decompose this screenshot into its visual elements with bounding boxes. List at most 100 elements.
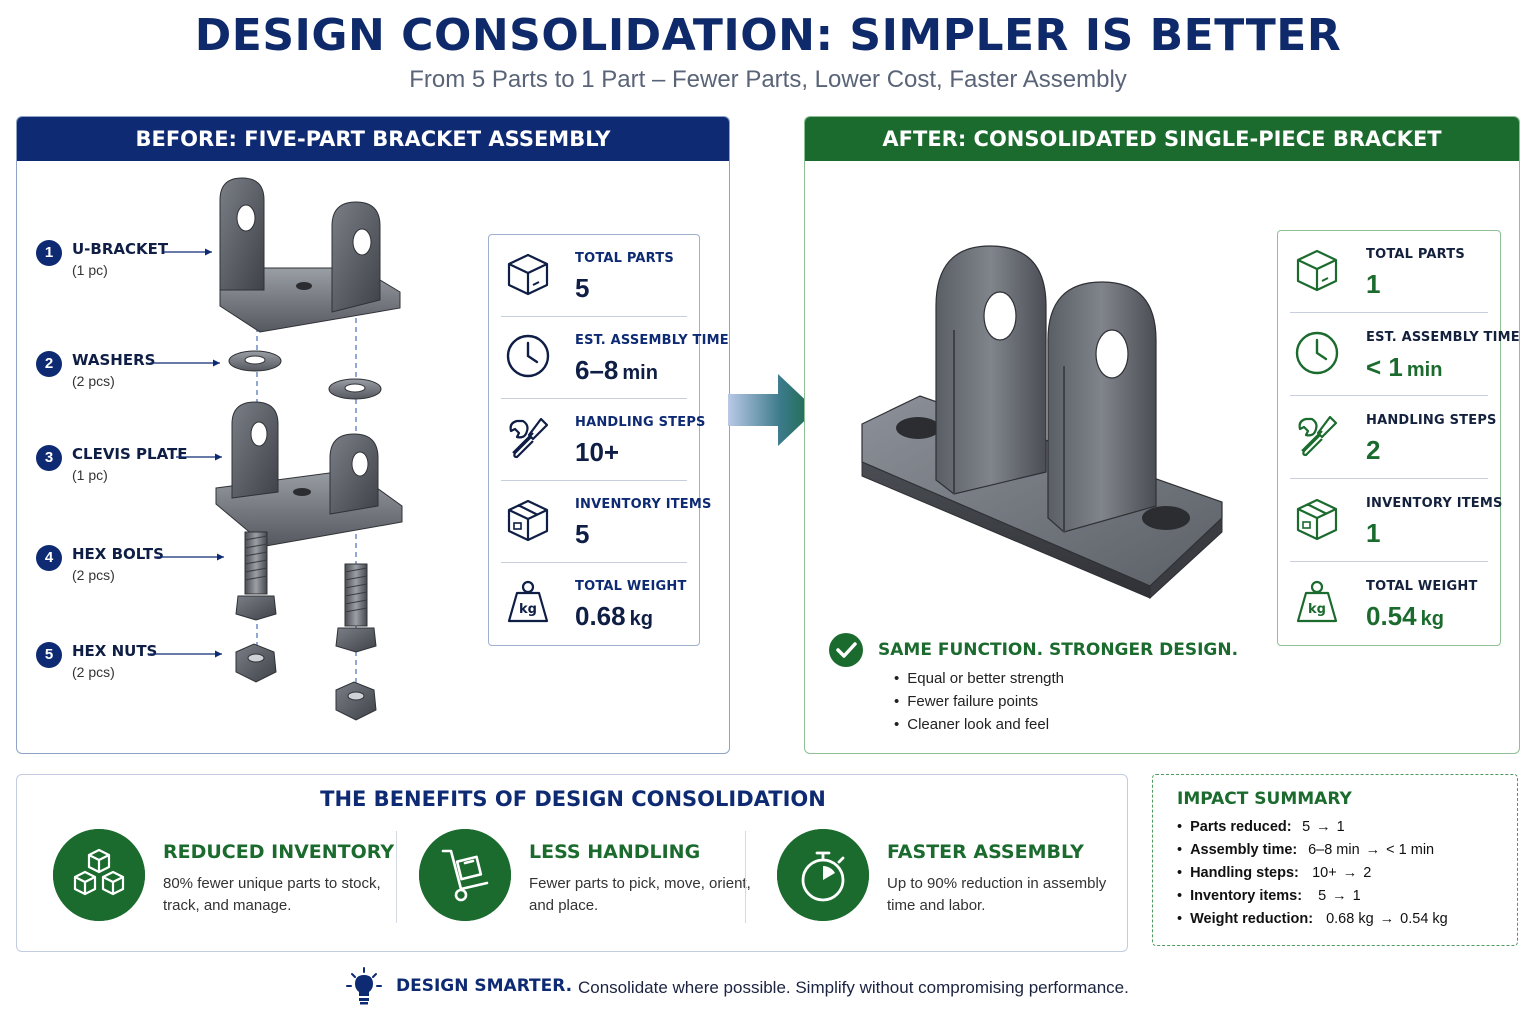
benefit-faster-assembly: FASTER ASSEMBLY Up to 90% reduction in a… [777,829,1117,929]
footer-text: Consolidate where possible. Simplify wit… [578,978,1129,997]
tools-icon [1298,415,1338,457]
stat-handling-steps: HANDLING STEPS 2 [1278,397,1500,479]
impact-row: •Inventory items:5→1 [1177,888,1361,904]
box-icon [507,253,549,296]
tools-icon [509,417,549,459]
part-number: 4 [36,545,62,571]
stat-inventory-items: INVENTORY ITEMS 1 [1278,480,1503,562]
stat-inventory-items: INVENTORY ITEMS 5 [489,481,711,563]
stat-label: HANDLING STEPS [1366,413,1497,428]
part-qty: (2 pcs) [72,664,115,680]
benefit-desc: Fewer parts to pick, move, orient, and p… [529,875,751,914]
part-number: 5 [36,642,62,668]
benefit-title: LESS HANDLING [529,841,701,863]
stat-value: 1 [1366,518,1381,548]
stat-label: INVENTORY ITEMS [575,497,712,512]
part-number: 1 [36,240,62,266]
check-circle-icon [829,633,863,667]
benefits-title: THE BENEFITS OF DESIGN CONSOLIDATION [320,787,826,811]
benefit-reduced-inventory: REDUCED INVENTORY 80% fewer unique parts… [53,829,403,929]
stat-value: 2 [1366,435,1381,465]
stat-label: INVENTORY ITEMS [1366,496,1503,511]
footer: DESIGN SMARTER. Consolidate where possib… [0,966,1536,1010]
box-icon [1296,249,1338,292]
part-label-hex-bolts: 4 HEX BOLTS (2 pcs) [36,545,164,583]
stat-total-parts: TOTAL PARTS 5 [489,235,699,317]
consolidated-bracket-illustration [861,245,1223,600]
stat-label: EST. ASSEMBLY TIME [1366,330,1520,345]
part-qty: (1 pc) [72,262,108,278]
impact-row: •Weight reduction:0.68 kg→0.54 kg [1177,911,1448,927]
part-name: U-BRACKET [72,240,169,258]
benefit-desc: Up to 90% reduction in assembly time and… [887,875,1107,914]
weight-icon: kg [507,580,549,623]
stopwatch-icon [777,829,869,921]
part-label-washers: 2 WASHERS (2 pcs) [36,351,155,389]
part-qty: (1 pc) [72,467,108,483]
claim-point: Equal or better strength [894,670,1154,687]
stat-label: EST. ASSEMBLY TIME [575,333,729,348]
part-name: HEX BOLTS [72,545,164,563]
svg-text:kg: kg [519,602,537,617]
footer-heading: DESIGN SMARTER. [396,976,573,996]
after-heading: AFTER: CONSOLIDATED SINGLE-PIECE BRACKET [805,117,1519,161]
package-icon [507,499,549,542]
weight-icon: kg [1296,580,1338,623]
exploded-assembly-illustration [150,177,403,721]
benefit-less-handling: LESS HANDLING Fewer parts to pick, move,… [419,829,751,929]
benefits-section: THE BENEFITS OF DESIGN CONSOLIDATION RED… [16,774,1128,952]
stat-value: 1 [1366,269,1381,299]
impact-row: •Parts reduced:5→1 [1177,819,1345,835]
package-icon [1296,498,1338,541]
impact-row: •Assembly time:6–8 min→< 1 min [1177,842,1435,858]
lightbulb-icon [346,967,382,1005]
stat-value: 10+ [575,437,620,467]
clock-icon [506,334,550,378]
part-label-hex-nuts: 5 HEX NUTS (2 pcs) [36,642,157,680]
part-label-u-bracket: 1 U-BRACKET (1 pc) [36,240,168,278]
stat-label: TOTAL PARTS [1366,247,1465,262]
benefit-desc: 80% fewer unique parts to stock, track, … [163,875,381,914]
part-label-clevis-plate: 3 CLEVIS PLATE (1 pc) [36,445,188,483]
part-number: 3 [36,445,62,471]
hand-truck-icon [419,829,511,921]
part-name: HEX NUTS [72,642,158,660]
stat-label: TOTAL WEIGHT [575,579,687,594]
claim-list: Equal or better strength Fewer failure p… [894,670,1154,739]
part-name: WASHERS [72,351,156,369]
part-number: 2 [36,351,62,377]
impact-list: •Parts reduced:5→1 •Assembly time:6–8 mi… [1177,819,1448,934]
impact-summary: IMPACT SUMMARY •Parts reduced:5→1 •Assem… [1152,774,1518,946]
clock-icon [1295,331,1339,375]
claim-heading: SAME FUNCTION. STRONGER DESIGN. [878,640,1239,660]
page-subtitle: From 5 Parts to 1 Part – Fewer Parts, Lo… [409,66,1127,93]
part-name: CLEVIS PLATE [72,445,188,463]
benefit-title: FASTER ASSEMBLY [887,841,1084,863]
part-qty: (2 pcs) [72,373,115,389]
part-qty: (2 pcs) [72,567,115,583]
before-heading: BEFORE: FIVE-PART BRACKET ASSEMBLY [17,117,729,161]
impact-title: IMPACT SUMMARY [1177,789,1352,809]
claim-point: Cleaner look and feel [894,716,1154,733]
stat-label: TOTAL WEIGHT [1366,579,1478,594]
claim-point: Fewer failure points [894,693,1154,710]
page-title: DESIGN CONSOLIDATION: SIMPLER IS BETTER [194,10,1342,61]
transition-arrow-icon [728,374,816,446]
boxes-icon [53,829,145,921]
stat-label: HANDLING STEPS [575,415,706,430]
stat-value: 5 [575,273,590,303]
stat-handling-steps: HANDLING STEPS 10+ [489,399,705,481]
stat-value: 5 [575,519,590,549]
stat-total-parts: TOTAL PARTS 1 [1278,231,1500,313]
benefit-title: REDUCED INVENTORY [163,841,395,863]
